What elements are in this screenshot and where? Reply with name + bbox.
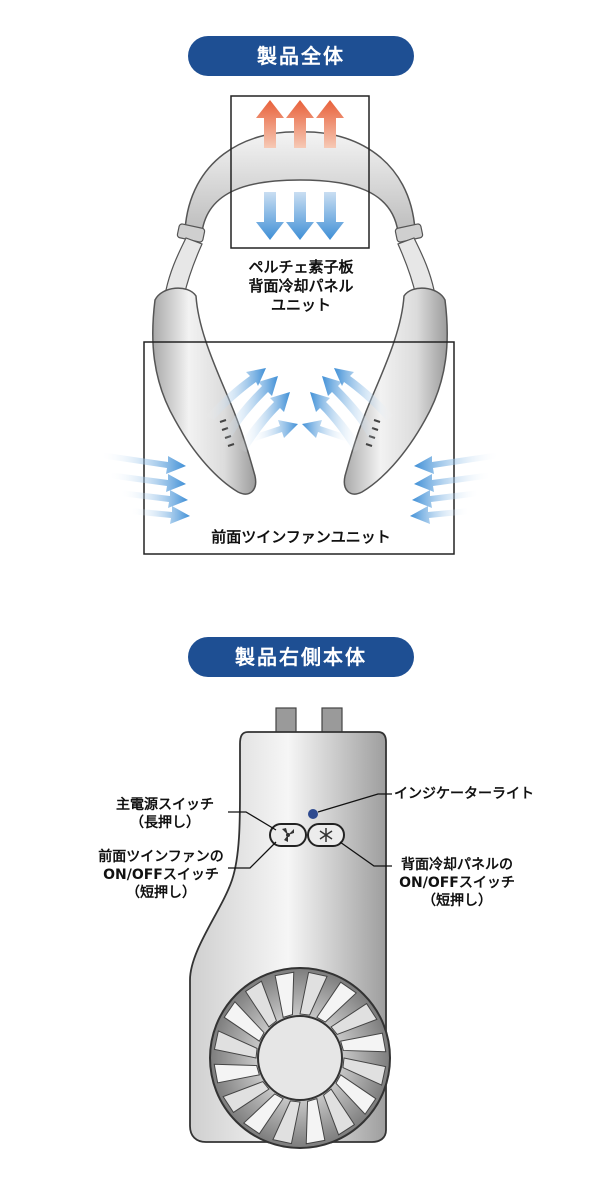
fan-blade	[213, 1030, 258, 1059]
wind-arrows-right	[302, 368, 500, 524]
fan-blade	[213, 1063, 260, 1084]
hot-air-arrows	[256, 100, 344, 148]
fan-blade	[316, 981, 358, 1023]
peltier-unit-label: ペルチェ素子板 背面冷却パネル ユニット	[248, 258, 354, 314]
fan-blade	[305, 1098, 326, 1145]
fan-blade	[322, 1088, 356, 1136]
indicator-light	[308, 809, 318, 819]
section-title-whole-product: 製品全体	[188, 36, 414, 76]
fan-blade	[342, 1057, 387, 1086]
fan-blade	[244, 980, 278, 1028]
fan-blade	[272, 1100, 301, 1145]
peltier-highlight-box	[230, 95, 370, 249]
wind-arrows-left	[100, 368, 298, 524]
fan-blade	[330, 1002, 378, 1036]
main-power-switch-label: 主電源スイッチ （長押し）	[116, 797, 214, 831]
leader-power	[228, 811, 277, 831]
fan-blade	[222, 1080, 270, 1114]
fan-blade	[242, 1093, 284, 1135]
snowflake-icon	[319, 828, 333, 842]
leader-back-panel	[339, 841, 392, 867]
fan-blade	[340, 1032, 387, 1053]
indicator-light-label: インジケーターライト	[394, 786, 534, 802]
section-title-right-unit: 製品右側本体	[188, 637, 414, 677]
leader-indicator	[317, 793, 392, 813]
fan-blade	[299, 971, 328, 1016]
fan-blade	[274, 971, 295, 1018]
front-fan-switch-label: 前面ツインファンの ON/OFFスイッチ （短押し）	[98, 849, 224, 901]
back-panel-switch-label: 背面冷却パネルの ON/OFFスイッチ （短押し）	[399, 857, 515, 909]
fan-unit-highlight-box	[143, 341, 455, 555]
leader-front-fan	[228, 841, 277, 869]
fan-icon	[282, 828, 294, 842]
fan-blade	[223, 1000, 265, 1042]
fan-unit-label: 前面ツインファンユニット	[211, 528, 391, 546]
fan-blade	[335, 1074, 377, 1116]
right-unit-device	[189, 707, 391, 1149]
cool-air-arrows	[256, 192, 344, 240]
neckband	[152, 131, 448, 495]
